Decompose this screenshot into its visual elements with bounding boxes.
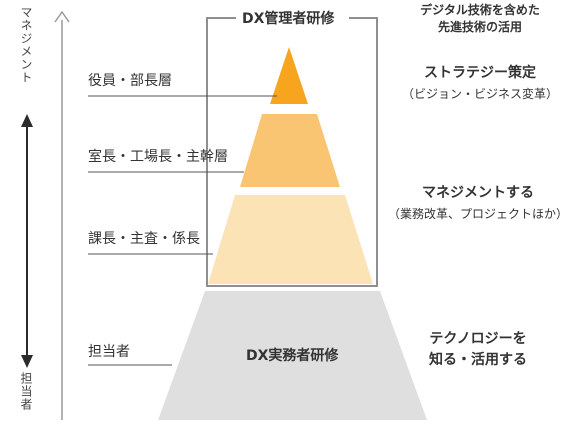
level-label-executive: 役員・部長層 bbox=[88, 73, 172, 89]
double-arrow-up-head bbox=[21, 114, 33, 127]
note-advanced-tech-line1: デジタル技術を含めた bbox=[420, 3, 540, 17]
base-training-title: DX実務者研修 bbox=[246, 348, 339, 364]
note-advanced-tech-line2: 先進技術の活用 bbox=[437, 20, 522, 34]
note-strategy-sub: （ビジョン・ビジネス変革） bbox=[401, 87, 558, 101]
note-technology-line1: テクノロジーを bbox=[429, 331, 527, 347]
axis-label-staff: 担当者 bbox=[19, 372, 33, 411]
note-management: マネジメントする （業務改革、プロジェクトほか） bbox=[376, 182, 580, 222]
pyramid-tier-senior bbox=[240, 114, 340, 187]
level-label-manager: 課長・主査・係長 bbox=[88, 231, 200, 247]
pyramid-base-tier bbox=[158, 291, 427, 420]
note-strategy: ストラテジー策定 （ビジョン・ビジネス変革） bbox=[380, 62, 580, 102]
note-management-sub: （業務改革、プロジェクトほか） bbox=[387, 207, 568, 221]
axis-label-management: マネジメント bbox=[19, 6, 33, 84]
note-technology: テクノロジーを 知る・活用する bbox=[398, 329, 558, 371]
training-box-frame bbox=[206, 17, 378, 287]
double-arrow-down-head bbox=[21, 355, 33, 368]
pyramid-tier-executive bbox=[270, 47, 308, 104]
note-strategy-main: ストラテジー策定 bbox=[424, 65, 536, 81]
note-management-main: マネジメントする bbox=[422, 185, 534, 201]
note-advanced-tech: デジタル技術を含めた 先進技術の活用 bbox=[390, 2, 570, 36]
training-box-title: DX管理者研修 bbox=[236, 8, 341, 28]
note-technology-line2: 知る・活用する bbox=[429, 352, 527, 368]
vertical-axis-arrowhead bbox=[54, 10, 70, 23]
pyramid-tier-manager bbox=[208, 195, 373, 284]
level-label-staff: 担当者 bbox=[88, 344, 130, 360]
level-label-senior: 室長・工場長・主幹層 bbox=[88, 149, 228, 165]
